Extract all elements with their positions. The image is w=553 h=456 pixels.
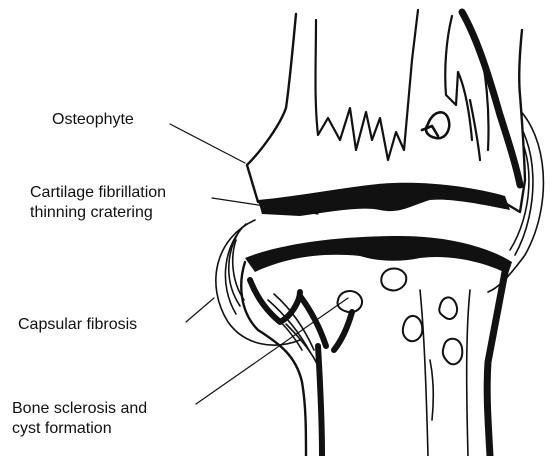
tibia-internal-lines xyxy=(420,290,470,456)
label-capsular-fibrosis: Capsular fibrosis xyxy=(18,315,137,335)
label-osteophyte: Osteophyte xyxy=(52,110,134,130)
cartilage-text-line2: thinning cratering xyxy=(30,203,166,223)
femur-outline xyxy=(247,14,525,212)
tibia-cysts xyxy=(337,269,462,365)
bone-text-line1: Bone sclerosis and xyxy=(12,399,147,419)
osteophyte-text: Osteophyte xyxy=(52,110,134,130)
capsular-leader xyxy=(186,298,214,322)
cartilage-lower xyxy=(245,236,512,274)
osteophyte-leader xyxy=(170,124,245,163)
tibia-outline xyxy=(241,262,306,456)
label-cartilage: Cartilage fibrillation thinning craterin… xyxy=(30,183,166,223)
bone-text-line2: cyst formation xyxy=(12,419,147,439)
cartilage-text-line1: Cartilage fibrillation xyxy=(30,183,166,203)
label-bone-sclerosis: Bone sclerosis and cyst formation xyxy=(12,399,147,439)
capsular-text: Capsular fibrosis xyxy=(18,315,137,335)
